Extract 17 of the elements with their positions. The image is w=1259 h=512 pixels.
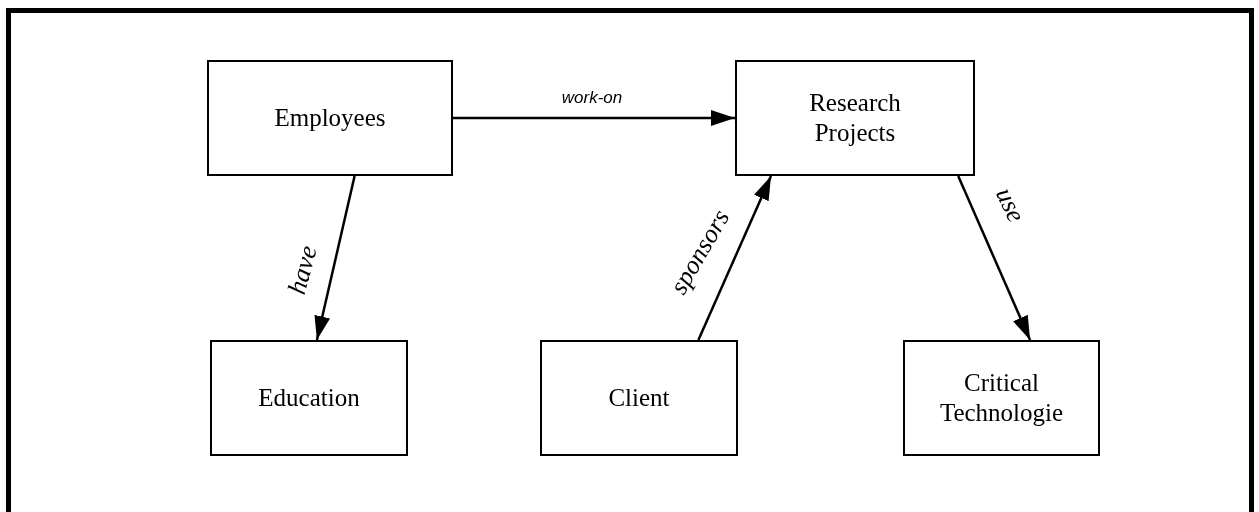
entity-name: Education	[257, 383, 361, 413]
edge-label: work-on	[561, 88, 623, 106]
arrow	[697, 175, 773, 341]
entity-box	[735, 60, 975, 176]
entity-name: Research Projects	[808, 88, 902, 148]
arrow	[453, 110, 735, 126]
entity-name: Client	[607, 383, 671, 413]
entity-box	[540, 340, 738, 456]
entity-name: Employees	[273, 103, 387, 133]
edge-label: use	[990, 183, 1030, 227]
entity-box	[903, 340, 1100, 456]
entity-name: Critical Technologie	[938, 368, 1065, 428]
entity-box	[207, 60, 453, 176]
entity-box	[210, 340, 408, 456]
arrow	[957, 175, 1032, 341]
arrow	[312, 175, 356, 341]
edge-label: have	[284, 242, 322, 298]
